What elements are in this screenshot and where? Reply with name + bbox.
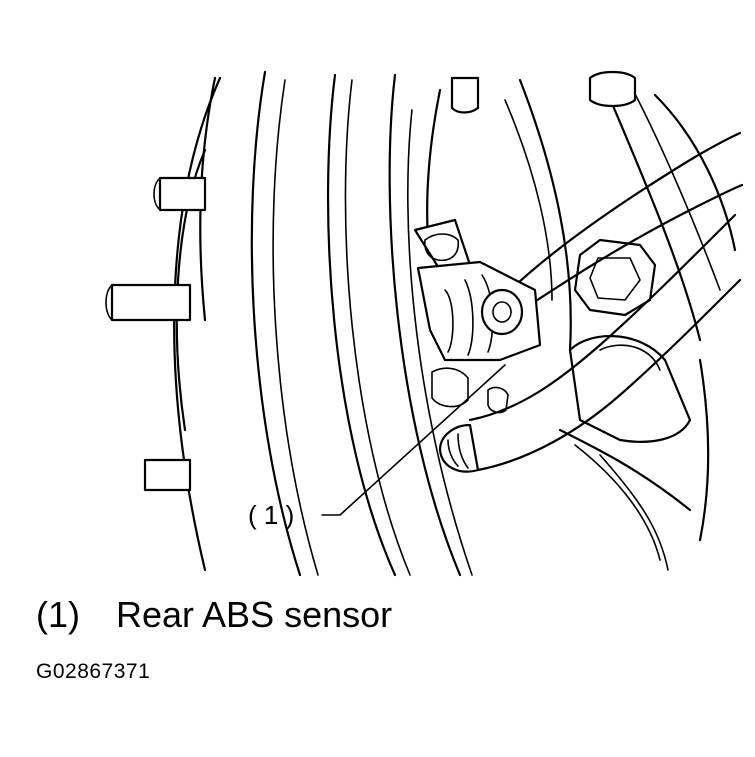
callout-label: ( 1 ) (248, 500, 294, 530)
callout-leader: ( 1 ) (248, 364, 506, 530)
legend-number: (1) (36, 594, 80, 635)
abs-sensor-illustration: ( 1 ) (105, 70, 744, 577)
bolt-head (573, 238, 657, 317)
legend: (1) Rear ABS sensor (36, 594, 392, 636)
lower-bracket (558, 334, 692, 571)
brake-hoses (438, 213, 742, 473)
rotor-arcs (250, 70, 737, 577)
hub-outline (105, 76, 222, 572)
legend-text: Rear ABS sensor (116, 594, 393, 635)
figure-id: G02867371 (36, 660, 151, 683)
upper-bosses (450, 70, 637, 114)
abs-sensor (413, 218, 542, 414)
sensor-cable (498, 131, 744, 320)
